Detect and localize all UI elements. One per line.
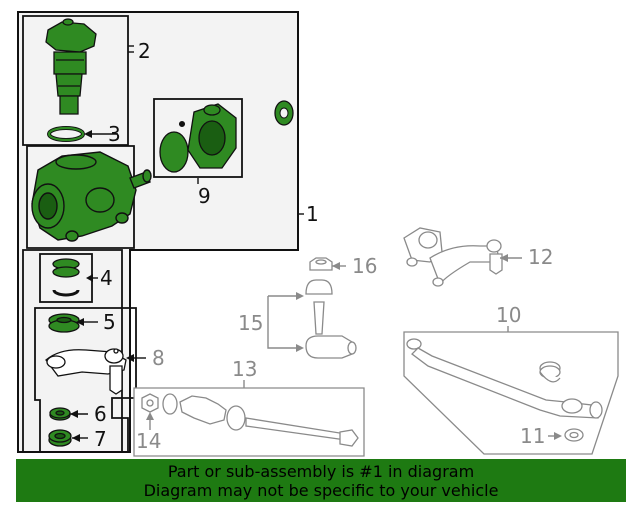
- callout-8: 8: [152, 346, 165, 370]
- housing-frame: [26, 145, 135, 249]
- callout-16: 16: [352, 254, 377, 278]
- cover-box: [153, 98, 243, 178]
- callout-10: 10: [496, 303, 521, 327]
- seal-part: [48, 313, 80, 333]
- callout-9: 9: [198, 184, 211, 208]
- valve-assembly-part: [45, 18, 97, 115]
- dust-seal-part: [274, 100, 294, 126]
- callout-14: 14: [136, 429, 161, 453]
- callout-12: 12: [528, 245, 553, 269]
- callout-15: 15: [238, 311, 263, 335]
- nut-7-part: [48, 429, 72, 447]
- callout-5: 5: [103, 310, 116, 334]
- gear-housing-part: [31, 151, 152, 242]
- callout-7: 7: [94, 427, 107, 451]
- banner-line-1: Part or sub-assembly is #1 in diagram: [167, 462, 475, 481]
- pitman-arm-part: [45, 348, 127, 395]
- callout-4: 4: [100, 266, 113, 290]
- pitman-frame: [34, 307, 137, 453]
- callout-13: 13: [232, 357, 257, 381]
- callout-6: 6: [94, 402, 107, 426]
- assembly-1-inner-frame: [22, 15, 129, 146]
- arrow-heads: [70, 130, 562, 442]
- callout-11: 11: [520, 424, 545, 448]
- callout-2: 2: [138, 39, 151, 63]
- callout-3: 3: [108, 122, 121, 146]
- side-cover-part: [159, 103, 237, 173]
- idler-arm-part: [403, 227, 503, 287]
- info-banner: Part or sub-assembly is #1 in diagram Di…: [16, 459, 626, 502]
- seal-kit-part: [52, 258, 80, 297]
- nut-6-part: [49, 407, 71, 421]
- inner-tie-rod-part: [141, 393, 359, 447]
- banner-line-2: Diagram may not be specific to your vehi…: [143, 481, 499, 500]
- center-link-part: [406, 338, 603, 442]
- callout-1: 1: [306, 202, 319, 226]
- tie-rod-end-part: [305, 257, 357, 359]
